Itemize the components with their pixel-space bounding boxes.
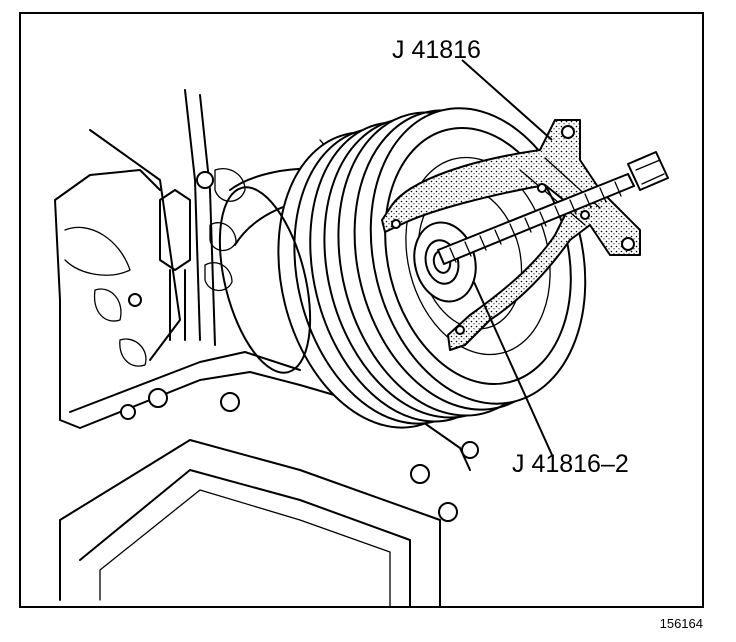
forcing-screw-leader-line: [473, 281, 553, 456]
forcing-screw-callout: J 41816–2: [512, 450, 629, 478]
puller-leader-line: [461, 59, 553, 141]
puller-callout: J 41816: [392, 36, 481, 64]
engine-block-drawing: [54, 89, 479, 606]
forcing-screw-drawing: [437, 151, 669, 265]
figure-number: 156164: [660, 616, 703, 631]
puller-tool-drawing: [381, 119, 641, 351]
